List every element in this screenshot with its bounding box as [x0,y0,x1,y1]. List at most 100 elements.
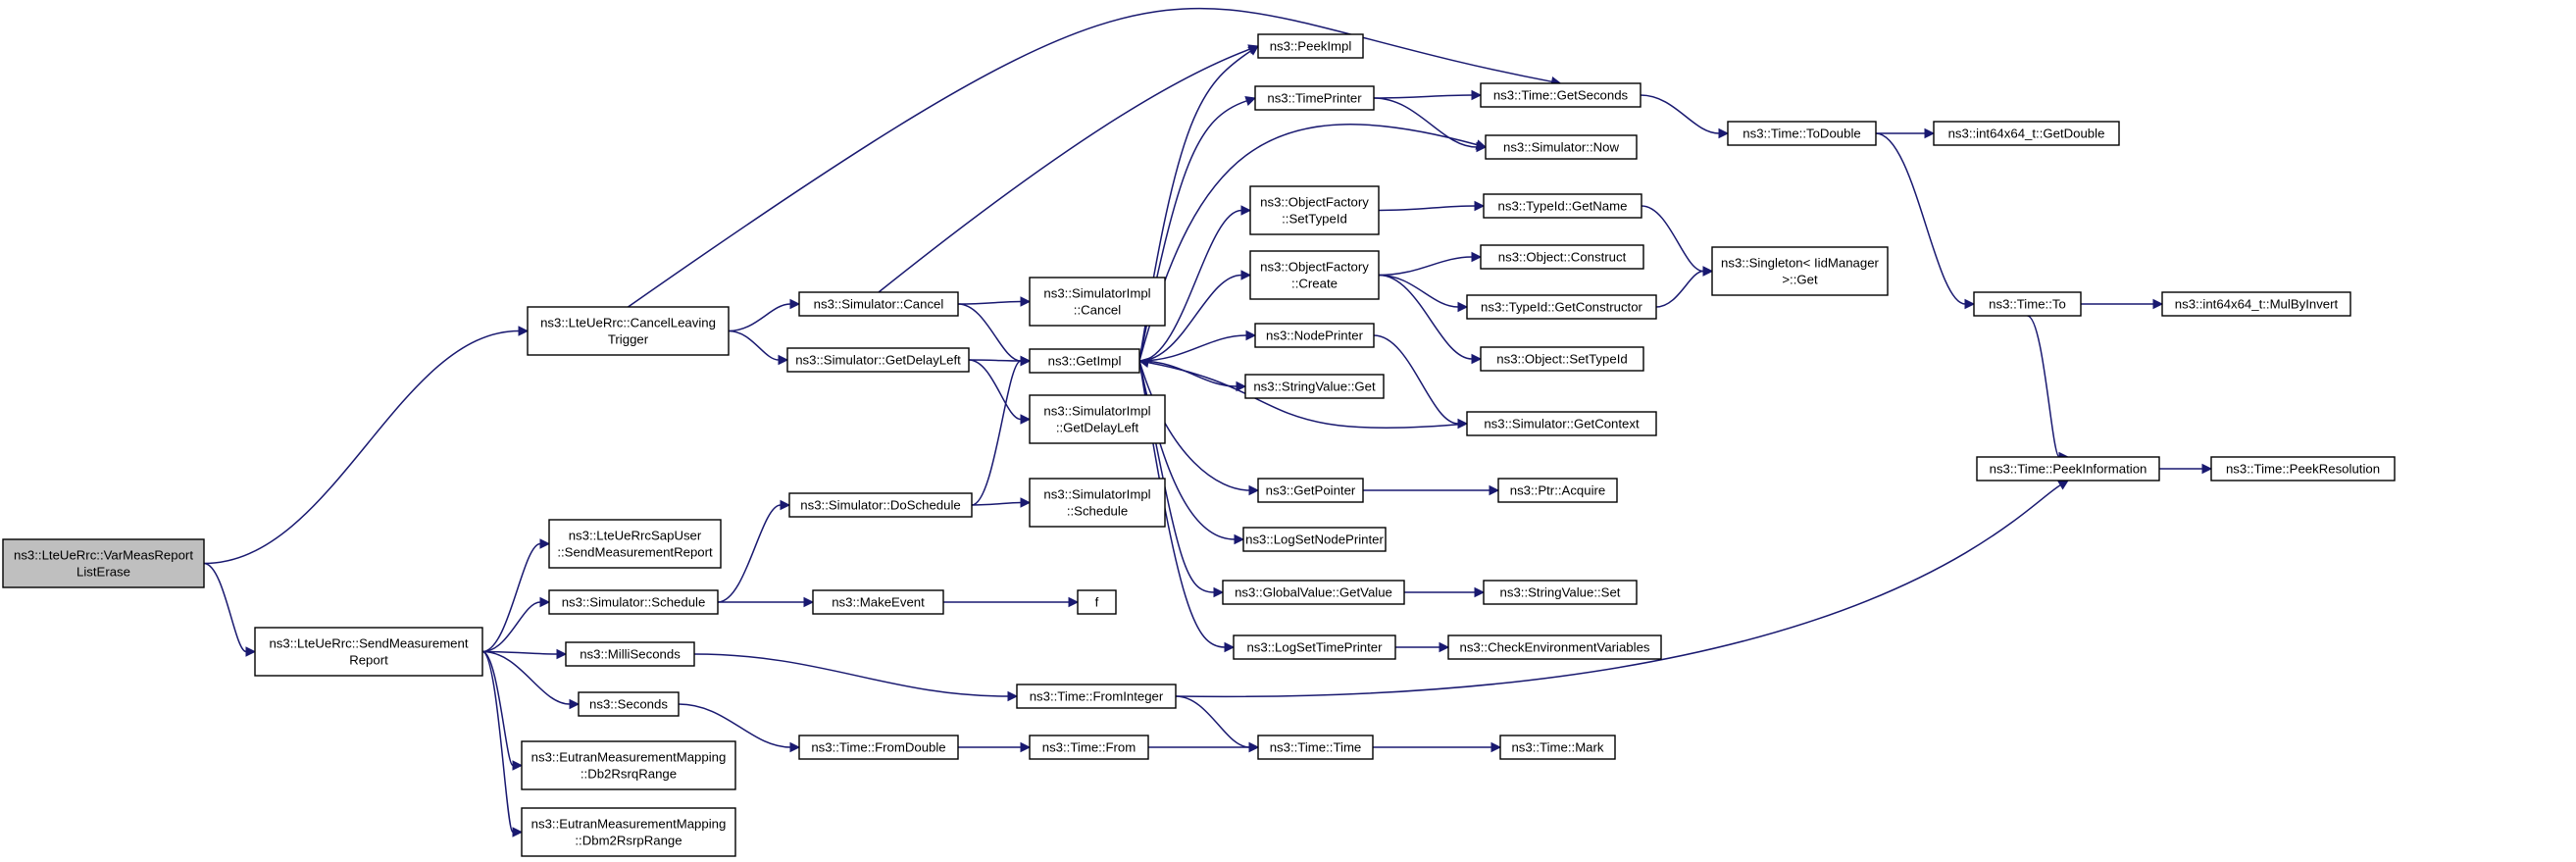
node-label: ns3::Time::To [1989,297,2066,312]
node-timePeekResolution[interactable]: ns3::Time::PeekResolution [2210,456,2396,482]
node-timeMark[interactable]: ns3::Time::Mark [1499,735,1616,760]
node-simNow[interactable]: ns3::Simulator::Now [1485,134,1638,160]
node-box [1257,33,1364,59]
node-stringValueSet[interactable]: ns3::StringValue::Set [1483,580,1638,605]
node-timeToDouble[interactable]: ns3::Time::ToDouble [1727,121,1877,146]
node-label: ns3::LteUeRrc::CancelLeaving [540,316,716,330]
node-objectSetTypeId[interactable]: ns3::Object::SetTypeId [1480,346,1644,372]
node-logSetTimePrinter[interactable]: ns3::LogSetTimePrinter [1233,634,1396,660]
node-ofCreate[interactable]: ns3::ObjectFactory::Create [1249,250,1380,300]
node-box [1497,478,1618,503]
node-simImplGetDelayLeft[interactable]: ns3::SimulatorImpl::GetDelayLeft [1029,394,1166,444]
node-label: ns3::Time::ToDouble [1743,127,1860,141]
node-label: ns3::Time::GetSeconds [1493,88,1629,103]
edge-getImpl-to-peekImpl [1138,50,1251,362]
edge-arrowhead-simCancel-to-simImplCancel [1020,296,1032,307]
edge-arrowhead-timeGetSeconds-to-timeToDouble [1718,127,1730,139]
node-logSetNodePrinter[interactable]: ns3::LogSetNodePrinter [1242,527,1387,552]
node-getPointer[interactable]: ns3::GetPointer [1257,478,1364,503]
node-box [548,519,722,569]
node-globalValueGetValue[interactable]: ns3::GlobalValue::GetValue [1222,580,1405,605]
node-ptrAcquire[interactable]: ns3::Ptr::Acquire [1497,478,1618,503]
node-typeIdGetName[interactable]: ns3::TypeId::GetName [1483,193,1642,219]
node-simImplSchedule[interactable]: ns3::SimulatorImpl::Schedule [1029,478,1166,528]
edge-ofCreate-to-objectSetTypeId [1378,274,1473,360]
node-label: ns3::Time::From [1042,740,1136,755]
node-label: ns3::GetPointer [1266,483,1356,498]
node-simImplCancel[interactable]: ns3::SimulatorImpl::Cancel [1029,277,1166,327]
node-simGetContext[interactable]: ns3::Simulator::GetContext [1466,411,1657,436]
edge-sendMeas-to-sapUser [481,542,541,653]
node-box [1727,121,1877,146]
node-label: ns3::TypeId::GetName [1498,199,1628,214]
node-label: ns3::MakeEvent [832,595,925,610]
node-label: ns3::Time::Mark [1511,740,1603,755]
node-peekImpl[interactable]: ns3::PeekImpl [1257,33,1364,59]
node-label: Trigger [608,332,649,347]
node-label: ns3::EutranMeasurementMapping [531,750,727,765]
node-timePrinter[interactable]: ns3::TimePrinter [1254,85,1375,111]
node-simGetDelayLeft[interactable]: ns3::Simulator::GetDelayLeft [786,347,970,373]
node-timeFromInteger[interactable]: ns3::Time::FromInteger [1016,684,1177,709]
node-label: ns3::ObjectFactory [1260,260,1369,275]
node-db2rsrq[interactable]: ns3::EutranMeasurementMapping::Db2RsrqRa… [521,740,736,790]
node-box [1254,323,1375,348]
node-timeFrom[interactable]: ns3::Time::From [1029,735,1149,760]
node-box [1483,193,1642,219]
edge-arrowhead-simSchedule-to-simDoSchedule [780,499,791,511]
node-seconds[interactable]: ns3::Seconds [578,691,680,717]
node-timeGetSeconds[interactable]: ns3::Time::GetSeconds [1480,82,1642,108]
edge-arrowhead-getImpl-to-nodePrinter [1245,330,1257,341]
node-label: ns3::LogSetNodePrinter [1245,532,1384,547]
node-label: ns3::Time::PeekInformation [1990,462,2147,477]
node-simCancel[interactable]: ns3::Simulator::Cancel [798,291,959,317]
node-typeIdGetConstructor[interactable]: ns3::TypeId::GetConstructor [1466,294,1657,320]
node-label: ns3::EutranMeasurementMapping [531,817,727,832]
edge-timeTo-to-timePeekInformation [2027,315,2060,458]
node-singletonGet[interactable]: ns3::Singleton< IidManager>::Get [1711,246,1889,296]
node-int64GetDouble[interactable]: ns3::int64x64_t::GetDouble [1933,121,2120,146]
node-timeFromDouble[interactable]: ns3::Time::FromDouble [798,735,959,760]
node-sapUser[interactable]: ns3::LteUeRrcSapUser::SendMeasurementRep… [548,519,722,569]
node-f[interactable]: f [1077,589,1117,615]
node-ofSetTypeId[interactable]: ns3::ObjectFactory::SetTypeId [1249,185,1380,235]
node-box [1466,411,1657,436]
edge-arrowhead-ofSetTypeId-to-typeIdGetName [1474,200,1486,212]
node-label: ns3::LteUeRrc::SendMeasurement [269,636,468,651]
edge-ofCreate-to-objectConstruct [1378,256,1473,277]
node-stringValueGet[interactable]: ns3::StringValue::Get [1244,374,1385,399]
node-milliSeconds[interactable]: ns3::MilliSeconds [565,641,695,667]
node-box [1029,348,1140,374]
node-label: Report [349,653,388,668]
edge-arrowhead-ofCreate-to-typeIdGetConstructor [1457,301,1469,313]
node-label: ns3::NodePrinter [1266,329,1364,343]
node-box [1016,684,1177,709]
node-timeTo[interactable]: ns3::Time::To [1973,291,2082,317]
node-timeTime[interactable]: ns3::Time::Time [1257,735,1374,760]
edge-timeFromInteger-to-timePeekInformation [1175,483,2061,698]
node-mulByInvert[interactable]: ns3::int64x64_t::MulByInvert [2161,291,2351,317]
edge-arrowhead-timeToDouble-to-timeTo [1964,298,1976,310]
node-makeEvent[interactable]: ns3::MakeEvent [812,589,944,615]
node-objectConstruct[interactable]: ns3::Object::Construct [1480,244,1644,270]
node-simDoSchedule[interactable]: ns3::Simulator::DoSchedule [788,492,973,518]
node-timePeekInformation[interactable]: ns3::Time::PeekInformation [1976,456,2160,482]
edge-arrowhead-ofCreate-to-objectConstruct [1471,251,1483,263]
node-dbm2rsrp[interactable]: ns3::EutranMeasurementMapping::Dbm2RsrpR… [521,807,736,857]
node-sendMeas[interactable]: ns3::LteUeRrc::SendMeasurementReport [254,627,483,677]
node-checkEnv[interactable]: ns3::CheckEnvironmentVariables [1447,634,1662,660]
edge-arrowhead-getImpl-to-logSetNodePrinter [1234,533,1245,545]
node-box [1711,246,1889,296]
node-box [565,641,695,667]
node-simSchedule[interactable]: ns3::Simulator::Schedule [548,589,719,615]
node-label: ::Cancel [1074,303,1121,318]
node-nodePrinter[interactable]: ns3::NodePrinter [1254,323,1375,348]
edge-arrowhead-cancelLeaving-to-simCancel [789,298,801,310]
node-box [1029,478,1166,528]
edge-arrowhead-simGetContext-to-getImpl [1137,357,1150,368]
node-box [1029,277,1166,327]
edge-arrowhead-getImpl-to-ofCreate [1240,270,1252,280]
node-getImpl[interactable]: ns3::GetImpl [1029,348,1140,374]
